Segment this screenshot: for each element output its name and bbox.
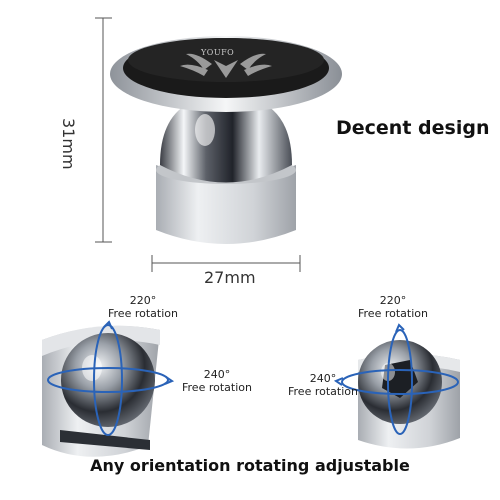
height-dimension-line — [95, 17, 112, 243]
rotation-left-side: 240° Free rotation — [180, 368, 254, 394]
rotation-arrows-left — [47, 320, 175, 436]
rotation-left-side-text: Free rotation — [182, 381, 252, 394]
width-label: 27mm — [204, 268, 256, 287]
height-label: 31mm — [59, 118, 78, 170]
rotation-left-top-text: Free rotation — [108, 307, 178, 320]
headline: Decent design — [336, 117, 490, 139]
chrome-ball — [160, 95, 292, 183]
rotation-right-side-text: Free rotation — [288, 385, 358, 398]
rotation-left-top: 220° Free rotation — [106, 294, 180, 320]
footer-caption: Any orientation rotating adjustable — [90, 456, 410, 475]
rotation-right-top-text: Free rotation — [358, 307, 428, 320]
rotation-right-top-degree: 220° — [379, 294, 407, 307]
rotation-right-side: 240° Free rotation — [286, 372, 360, 398]
brand-logo-text: YOUFO — [201, 48, 235, 57]
rotation-right-side-degree: 240° — [309, 372, 337, 385]
rotation-view-right — [358, 340, 460, 449]
rotation-right-top: 220° Free rotation — [356, 294, 430, 320]
rotation-left-top-degree: 220° — [129, 294, 157, 307]
brand-logo-icon — [180, 53, 272, 78]
rotation-left-side-degree: 240° — [203, 368, 231, 381]
rotation-arrows-right — [333, 323, 459, 435]
width-dimension-line — [151, 255, 301, 272]
